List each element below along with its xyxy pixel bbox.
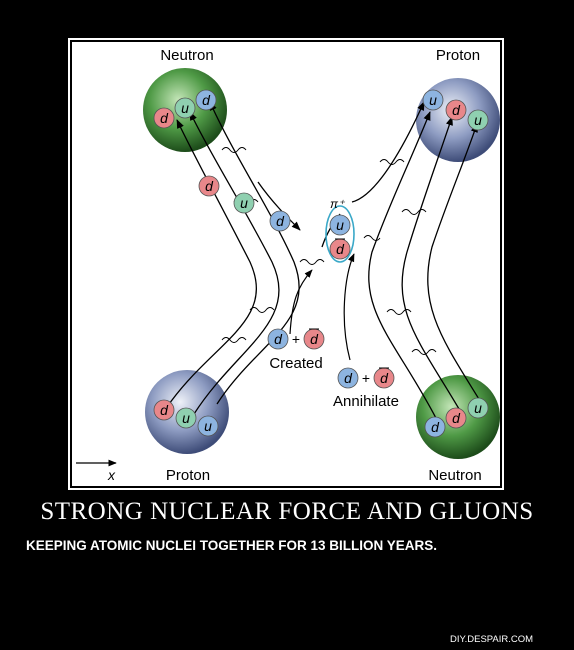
quark-u-circle [422, 89, 444, 111]
nuclear-force-diagram: Neutron Proton Proton Neutron [72, 42, 500, 486]
left-quark-worldlines [166, 101, 300, 415]
x-axis-label: x [107, 467, 116, 483]
label-proton-bottom: Proton [166, 467, 210, 484]
quark-u-circle [467, 109, 489, 131]
quark-u-circle [329, 214, 351, 236]
quark-d-circle [445, 99, 467, 121]
quark-d-label: d [160, 110, 169, 126]
quark-d-label: d [160, 402, 169, 418]
annihilate-plus: + [362, 370, 370, 386]
poster-title: STRONG NUCLEAR FORCE AND GLUONS [40, 498, 534, 525]
quark-u-label: u [474, 112, 482, 128]
quark-d-circle [198, 175, 220, 197]
annihilate-pair: d + d Annihilate [333, 367, 399, 410]
quark-dbar-label: d [336, 241, 345, 257]
annihilate-dbar: d [380, 370, 389, 386]
created-pair: d + d Created [267, 328, 325, 372]
poster-subtitle: KEEPING ATOMIC NUCLEI TOGETHER FOR 13 BI… [26, 538, 438, 553]
annihilate-label: Annihilate [333, 393, 399, 410]
quark-u-label: u [429, 92, 437, 108]
quark-d-circle [153, 107, 175, 129]
quark-d-label: d [431, 419, 440, 435]
quark-d-label: d [202, 92, 211, 108]
right-quark-worldlines [368, 111, 483, 423]
quark-u-label: u [181, 100, 189, 116]
created-d: d [274, 331, 283, 347]
quark-u-circle [175, 407, 197, 429]
pion-label: π⁺ [330, 197, 346, 211]
quark-u-label: u [336, 217, 344, 233]
quark-d-circle [424, 416, 446, 438]
label-neutron-top: Neutron [160, 47, 213, 64]
quark-d-circle [269, 210, 291, 232]
pion-ring [325, 205, 355, 263]
label-proton-top: Proton [436, 47, 480, 64]
quark-d-label: d [452, 410, 461, 426]
x-axis-indicator: x [76, 459, 117, 483]
created-dbar: d [310, 331, 319, 347]
created-label: Created [269, 355, 322, 372]
quark-u-label: u [204, 418, 212, 434]
quark-u-circle [233, 192, 255, 214]
created-plus: + [292, 331, 300, 347]
quark-d-circle [153, 399, 175, 421]
quark-d-circle [445, 407, 467, 429]
quark-u-circle [467, 397, 489, 419]
quark-u-circle [174, 97, 196, 119]
quark-u-label: u [182, 410, 190, 426]
site-credit: DIY.DESPAIR.COM [450, 634, 534, 645]
quark-d-circle [195, 89, 217, 111]
quark-d-label: d [452, 102, 461, 118]
annotation-arrows [289, 253, 355, 361]
quark-d-label: d [205, 178, 214, 194]
annihilate-d: d [344, 370, 353, 386]
quark-u-label: u [240, 195, 248, 211]
quark-u-label: u [474, 400, 482, 416]
label-neutron-bottom: Neutron [428, 467, 481, 484]
quark-u-circle [197, 415, 219, 437]
quark-d-label: d [276, 213, 285, 229]
